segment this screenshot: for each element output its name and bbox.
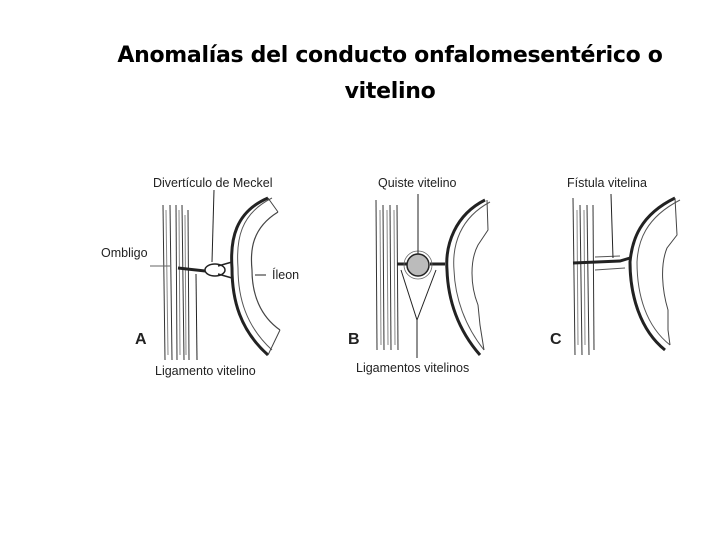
panel-letter-c: C [550,331,562,348]
label-meckel-diverticulum: Divertículo de Meckel [153,176,273,190]
panel-letter-a: A [135,331,147,348]
label-vitelline-cyst: Quiste vitelino [378,176,457,190]
title-line-1: Anomalías del conducto onfalomesentérico… [117,43,663,68]
panel-letter-b: B [348,331,360,348]
label-vitelline-fistula: Fístula vitelina [567,176,647,190]
label-umbilicus: Ombligo [101,246,148,260]
label-vitelline-ligaments: Ligamentos vitelinos [356,361,470,375]
label-vitelline-ligament: Ligamento vitelino [155,364,256,378]
title-line-2: vitelino [344,79,436,104]
label-ileum: Íleon [272,268,300,282]
slide-title: Anomalías del conducto onfalomesentérico… [60,38,720,110]
